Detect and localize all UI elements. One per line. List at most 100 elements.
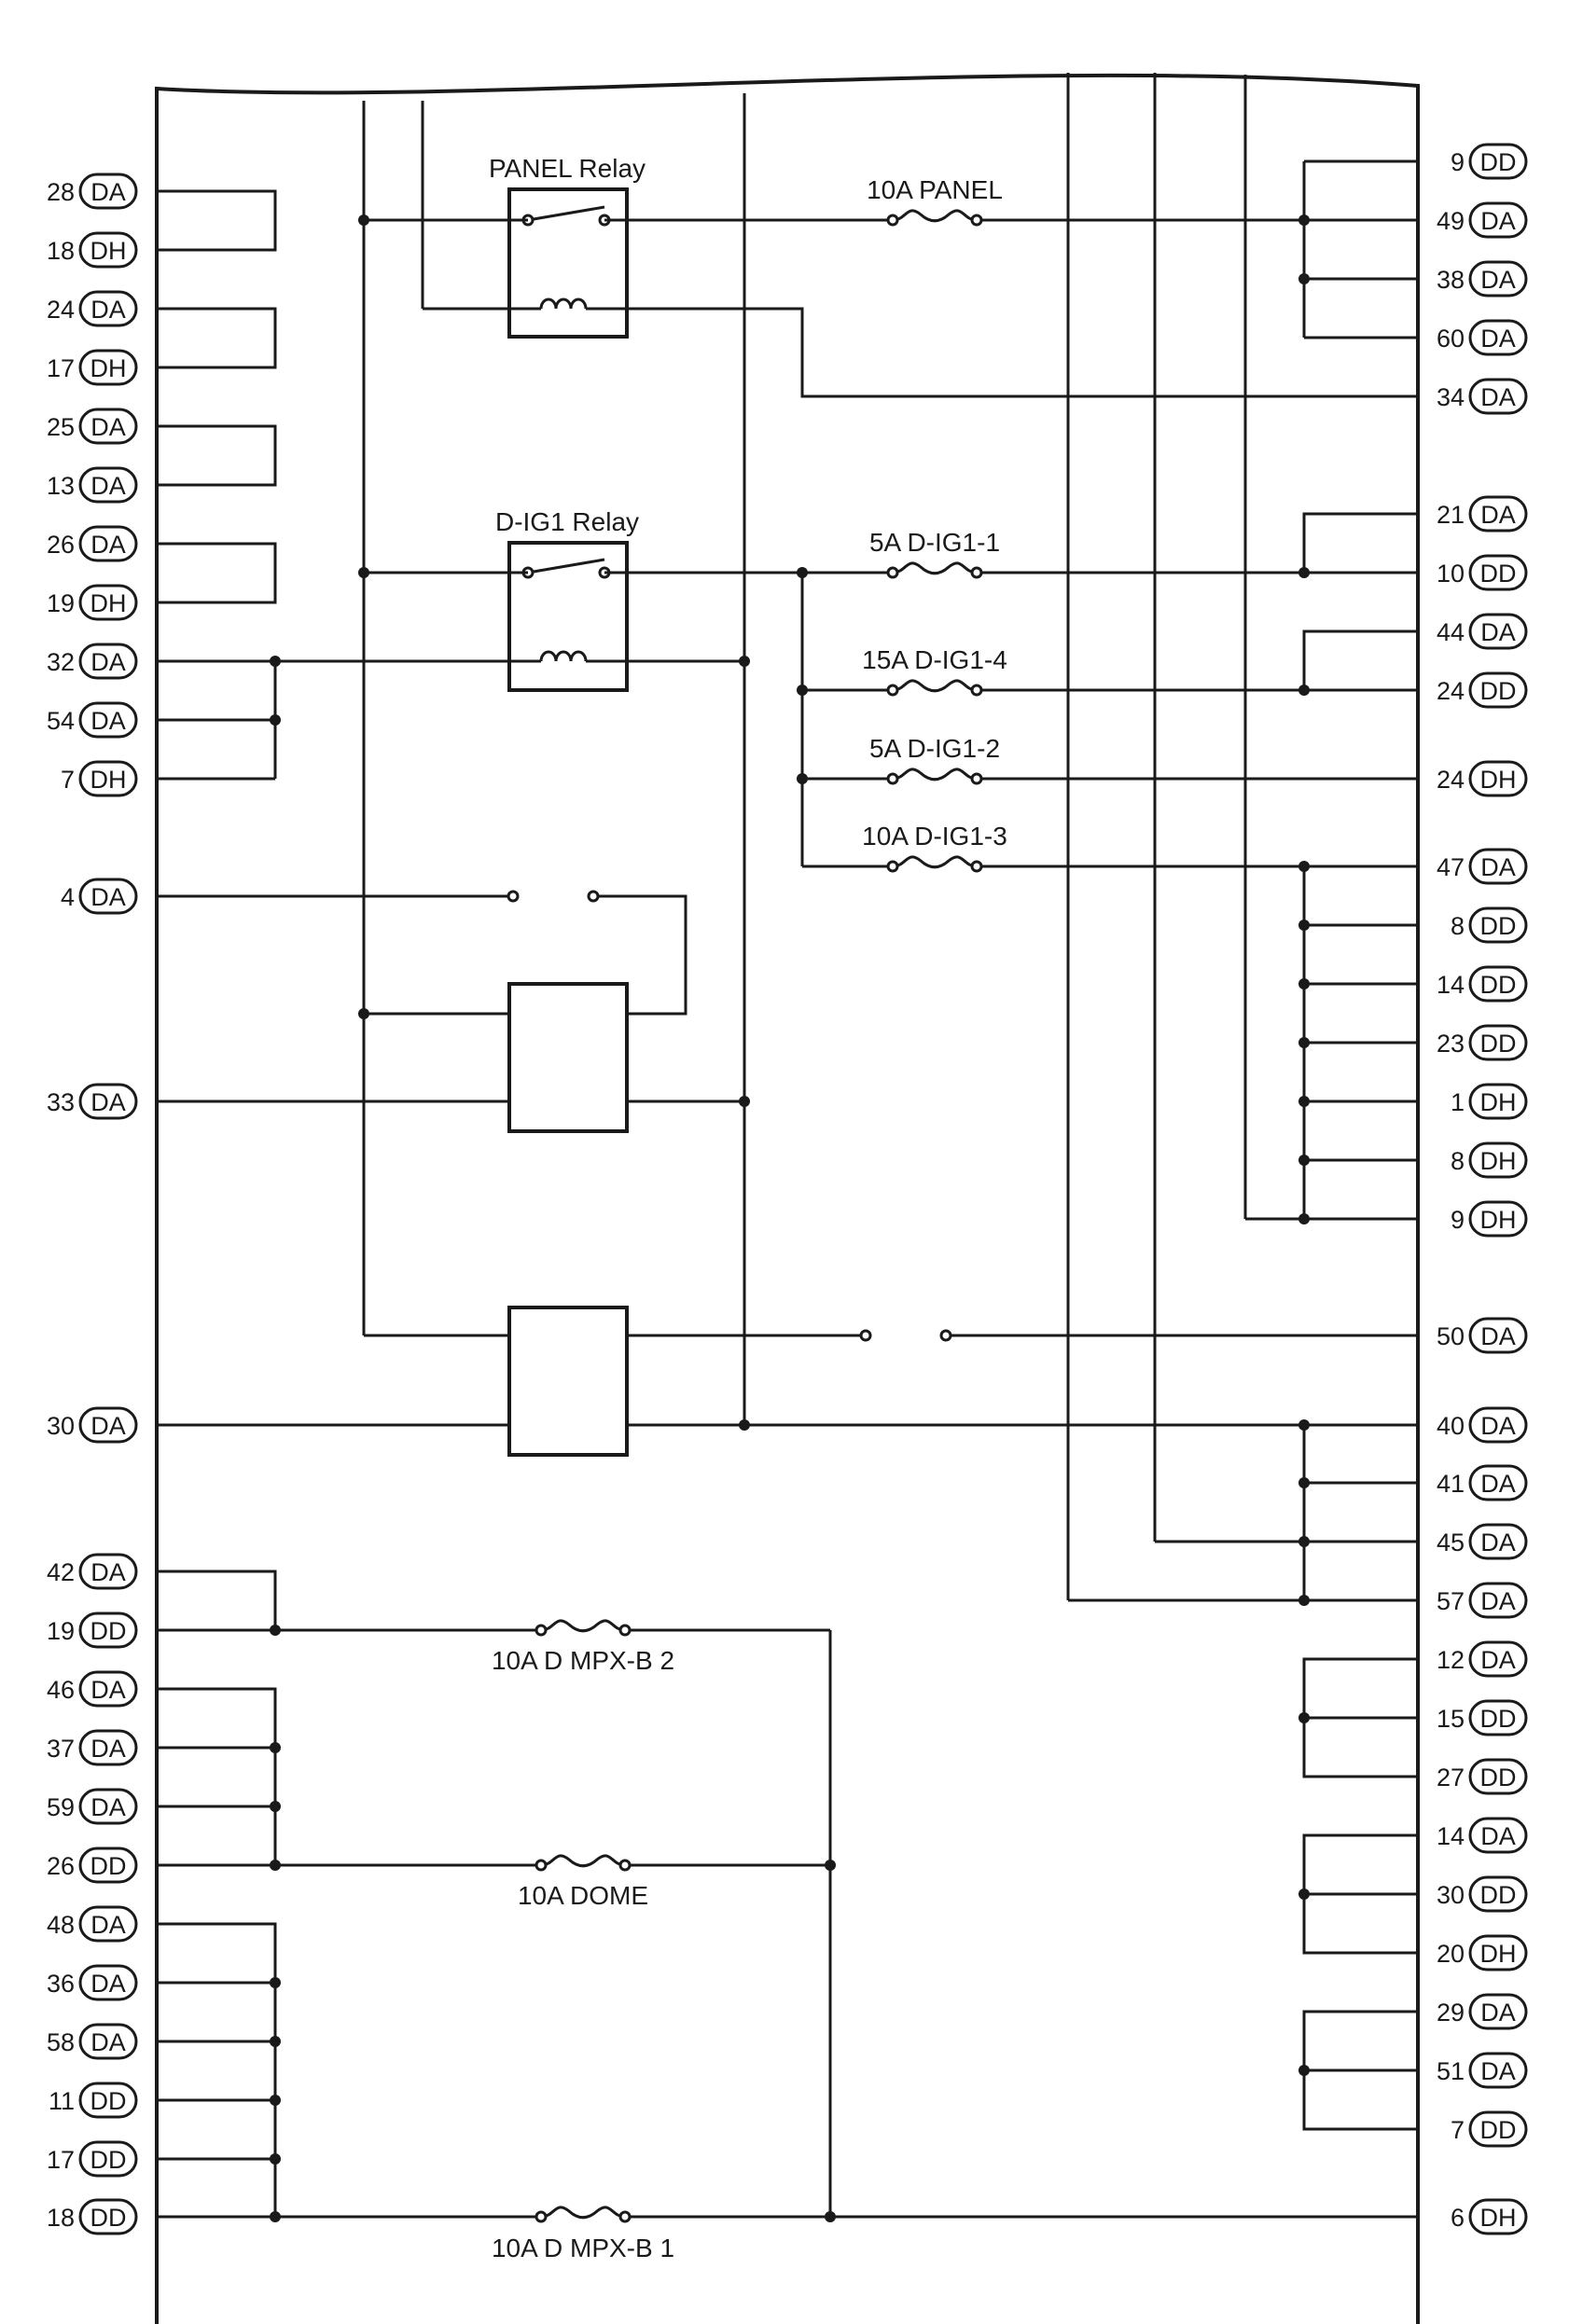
fuse-label-dig1-3: 10A D-IG1-3 xyxy=(862,822,1007,851)
pin-number: 15 xyxy=(1437,1705,1465,1733)
junction-dot xyxy=(1298,1595,1310,1606)
pin-oval xyxy=(1468,378,1528,415)
pin-oval xyxy=(1468,2052,1528,2089)
pin-oval xyxy=(78,643,138,680)
pin-code: DD xyxy=(90,2146,127,2174)
dig1-relay xyxy=(507,541,629,692)
pin-number: 54 xyxy=(47,707,75,735)
fuse-label-dome: 10A DOME xyxy=(518,1881,648,1910)
panel-relay xyxy=(507,187,629,339)
pin-code: DA xyxy=(90,1735,126,1763)
pin-number: 51 xyxy=(1437,2057,1465,2085)
pin-code: DH xyxy=(1480,2204,1517,2232)
fuse-symbol xyxy=(886,205,983,227)
pin-number: 60 xyxy=(1437,325,1465,353)
pin-oval xyxy=(1468,1934,1528,1971)
pin-code: DD xyxy=(1480,1764,1517,1791)
pin-code: DA xyxy=(1480,325,1516,353)
fuse-label-mpxb1: 10A D MPX-B 1 xyxy=(492,2234,674,2262)
left-pin: 17 DD xyxy=(47,2140,138,2178)
pin-number: 36 xyxy=(47,1970,75,1998)
pin-oval xyxy=(78,2198,138,2235)
pin-code: DD xyxy=(1480,971,1517,999)
pin-number: 9 xyxy=(1451,148,1465,176)
junction-block-outline xyxy=(155,73,1420,2324)
pin-oval xyxy=(1468,1758,1528,1795)
pin-code: DA xyxy=(90,472,126,500)
pin-number: 33 xyxy=(47,1088,75,1116)
pin-code: DA xyxy=(1480,1822,1516,1850)
pin-code: DA xyxy=(90,1676,126,1704)
pin-oval xyxy=(78,1729,138,1766)
pin-number: 17 xyxy=(47,2146,75,2174)
pin-oval xyxy=(1468,1582,1528,1619)
pin-code: DA xyxy=(1480,501,1516,529)
pin-number: 41 xyxy=(1437,1470,1465,1498)
junction-dot xyxy=(1298,1096,1310,1107)
junction-dot xyxy=(1298,2065,1310,2076)
pin-code: DA xyxy=(1480,1529,1516,1556)
pin-code: DH xyxy=(90,354,127,382)
pin-number: 42 xyxy=(47,1558,75,1586)
pin-oval xyxy=(78,466,138,504)
pin-number: 29 xyxy=(1437,1999,1465,2027)
pin-code: DH xyxy=(1480,1147,1517,1175)
pin-oval xyxy=(78,1083,138,1120)
pin-oval xyxy=(78,231,138,269)
pin-oval xyxy=(78,2023,138,2060)
pin-code: DA xyxy=(1480,383,1516,411)
pin-number: 59 xyxy=(47,1793,75,1821)
pin-number: 17 xyxy=(47,354,75,382)
pin-oval xyxy=(78,878,138,915)
junction-dot xyxy=(270,1860,281,1871)
relay-3 xyxy=(507,890,629,1133)
wiring xyxy=(157,73,1418,2219)
pin-code: DA xyxy=(1480,1322,1516,1350)
pin-code: DA xyxy=(1480,1646,1516,1674)
pin-code: DA xyxy=(90,413,126,441)
pin-number: 47 xyxy=(1437,853,1465,881)
pin-oval xyxy=(1468,965,1528,1003)
junction-dot xyxy=(1298,1712,1310,1723)
fuse-symbol xyxy=(535,1850,632,1872)
pin-number: 24 xyxy=(1437,677,1465,705)
fuse-label-dig1-1: 5A D-IG1-1 xyxy=(869,528,1000,557)
pin-code: DA xyxy=(90,1970,126,1998)
panel-relay-label: PANEL Relay xyxy=(489,154,646,183)
pin-number: 20 xyxy=(1437,1940,1465,1968)
fuse-label-dig1-4: 15A D-IG1-4 xyxy=(862,645,1007,674)
pin-number: 30 xyxy=(47,1412,75,1440)
pin-oval xyxy=(78,1847,138,1884)
pin-number: 40 xyxy=(1437,1412,1465,1440)
pin-oval xyxy=(78,701,138,739)
pin-code: DA xyxy=(90,178,126,206)
pin-number: 46 xyxy=(47,1676,75,1704)
junction-dot xyxy=(270,656,281,667)
pin-code: DA xyxy=(1480,1470,1516,1498)
junction-dot xyxy=(1298,1213,1310,1224)
pin-number: 27 xyxy=(1437,1764,1465,1791)
junction-dot xyxy=(825,1860,836,1871)
fuse-label-panel: 10A PANEL xyxy=(867,175,1003,204)
